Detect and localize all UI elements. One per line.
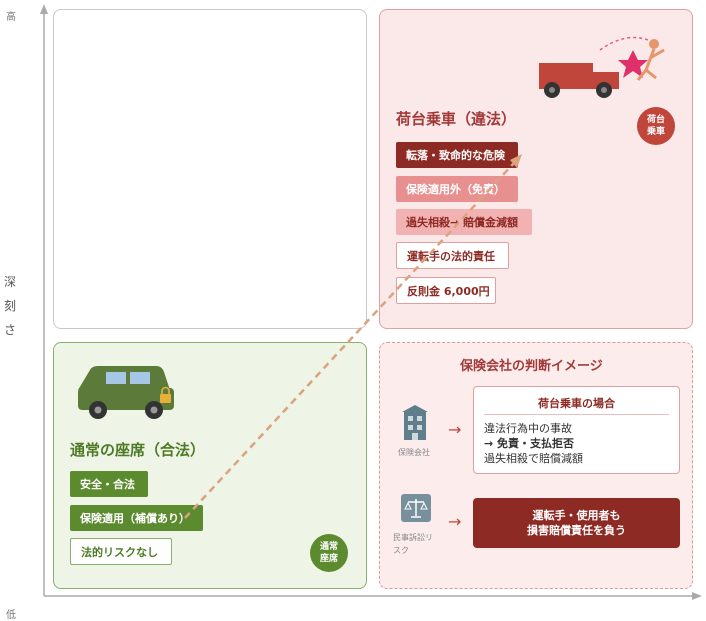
case-line-1: 違法行為中の事故 (484, 422, 572, 435)
illegal-badge: 荷台乗車 (637, 107, 675, 145)
lawsuit-risk-label-line2: スク (393, 546, 409, 555)
insurance-title: 保険会社の判断イメージ (460, 359, 603, 374)
y-axis-char-3: さ (3, 323, 16, 337)
legal-badge: 通常座席 (310, 534, 348, 572)
y-axis-high-label: 高 (6, 12, 16, 23)
legal-title: 通常の座席（合法） (70, 441, 206, 459)
empty-quadrant (53, 9, 367, 329)
liability-line-1: 運転手・使用者も (532, 509, 621, 522)
illegal-tag-fine: 反則金 6,000円 (396, 277, 496, 304)
case-box: 荷台乗車の場合 違法行為中の事故 → 免責・支払拒否 過失相殺で賠償減額 (473, 386, 680, 474)
arrow-to-liability: → (448, 512, 462, 531)
insurance-company-label: 保険会社 (398, 448, 430, 457)
car-illustration (78, 366, 174, 419)
y-axis-char-2: 刻 (3, 299, 16, 313)
legal-badge-line2: 座席 (319, 554, 338, 564)
legal-badge-line1: 通常 (319, 542, 338, 552)
illegal-tag-fall-danger: 転落・致命的な危険 (396, 142, 518, 168)
y-axis-title: 深 刻 さ (3, 270, 17, 342)
case-divider (484, 414, 669, 415)
arrow-to-case: → (448, 420, 462, 439)
liability-line-2: 損害賠償責任を負う (527, 524, 626, 537)
y-axis-char-1: 深 (3, 275, 16, 289)
y-axis-low-label: 低 (6, 610, 16, 621)
illegal-title: 荷台乗車（違法） (396, 110, 517, 128)
lawsuit-risk-label: 民事訴訟リ スク (393, 531, 433, 557)
lawsuit-risk-label-line1: 民事訴訟リ (393, 533, 433, 542)
case-line-3: 過失相殺で賠償減額 (484, 452, 583, 465)
illegal-badge-line1: 荷台 (646, 115, 665, 125)
truck-crash-illustration (539, 36, 665, 98)
illegal-tag-negligence: 過失相殺→ 賠償金減額 (396, 209, 532, 235)
case-line-2: → 免責・支払拒否 (484, 437, 575, 450)
liability-box: 運転手・使用者も 損害賠償責任を負う (473, 498, 680, 548)
building-icon (402, 405, 428, 440)
illegal-tag-driver-liability: 運転手の法的責任 (396, 242, 509, 269)
scales-icon (401, 494, 431, 522)
legal-tag-insurance-covered: 保険適用（補償あり） (70, 505, 203, 531)
illegal-badge-line2: 乗車 (646, 127, 665, 137)
legal-tag-no-risk: 法的リスクなし (70, 538, 172, 565)
case-title: 荷台乗車の場合 (538, 397, 615, 410)
legal-tag-safe: 安全・合法 (70, 471, 148, 497)
